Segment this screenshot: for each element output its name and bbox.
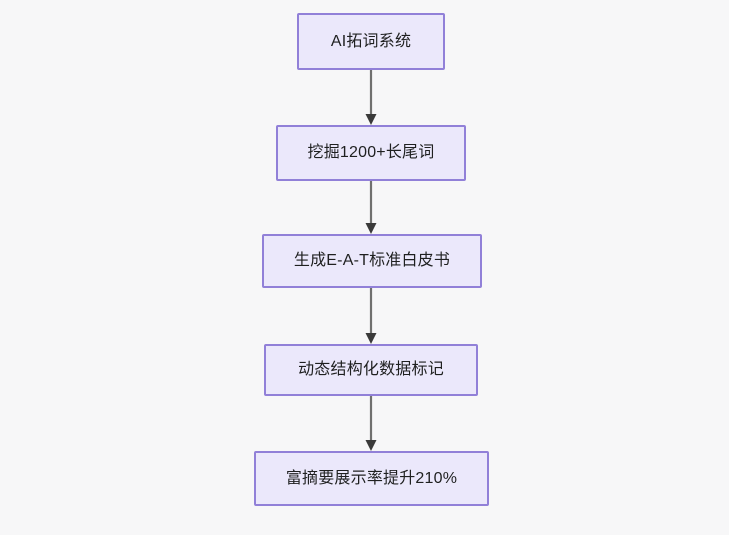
edge-node2-to-node3: [365, 181, 377, 234]
flow-node-mine-longtail-keywords[interactable]: 挖掘1200+长尾词: [276, 125, 466, 181]
edge-node3-to-node4: [365, 288, 377, 344]
edge-node1-to-node2: [365, 70, 377, 125]
flow-node-dynamic-structured-data-markup[interactable]: 动态结构化数据标记: [264, 344, 478, 396]
flow-node-label: 挖掘1200+长尾词: [307, 144, 435, 162]
flow-node-ai-keyword-system[interactable]: AI拓词系统: [297, 13, 445, 70]
flow-node-label: 动态结构化数据标记: [298, 361, 444, 379]
flow-node-label: AI拓词系统: [330, 32, 412, 50]
edge-node4-to-node5: [365, 396, 377, 451]
arrowhead-down-icon: [365, 114, 377, 125]
flow-node-generate-eat-whitepaper[interactable]: 生成E-A-T标准白皮书: [262, 234, 482, 288]
flow-node-rich-snippet-rate-increase[interactable]: 富摘要展示率提升210%: [254, 451, 489, 506]
flow-node-label: 富摘要展示率提升210%: [285, 469, 458, 487]
arrowhead-down-icon: [365, 440, 377, 451]
arrowhead-down-icon: [365, 223, 377, 234]
flow-node-label: 生成E-A-T标准白皮书: [293, 252, 451, 270]
arrowhead-down-icon: [365, 333, 377, 344]
